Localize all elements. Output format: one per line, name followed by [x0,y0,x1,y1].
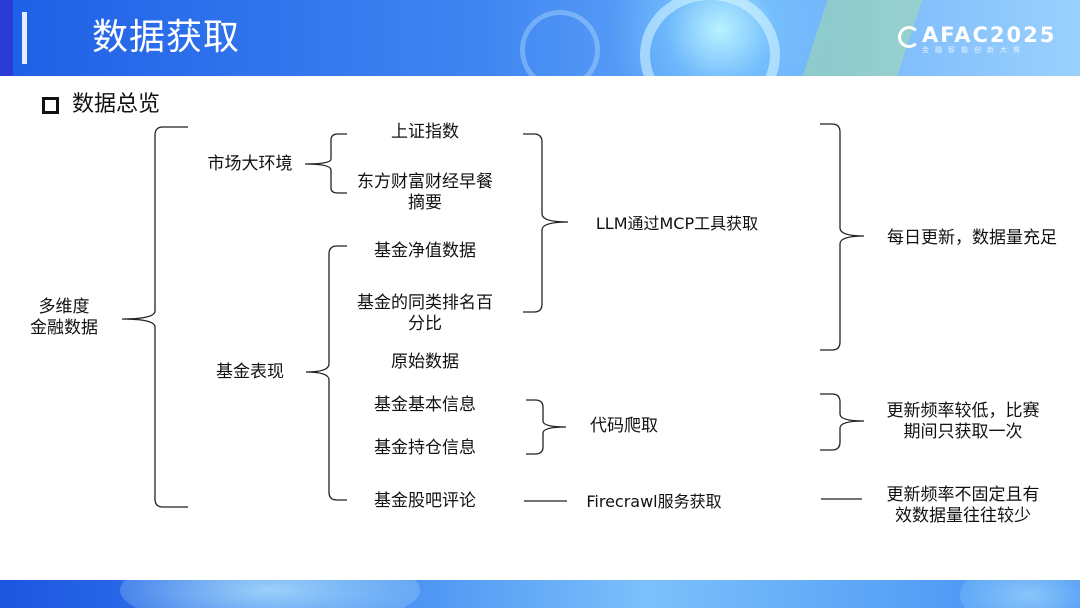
note-low-frequency: 更新频率较低，比赛 期间只获取一次 [870,401,1056,443]
page-title: 数据获取 [92,17,241,58]
section-heading-text: 数据总览 [72,92,161,117]
item-fund-nav: 基金净值数据 [374,241,476,261]
logo-subtext: 金融智能创新大赛 [922,46,1026,54]
item-fund-holdings: 基金持仓信息 [374,438,476,458]
root-node: 多维度 金融数据 [22,297,106,339]
footer-banner [0,580,1080,608]
note-irregular: 更新频率不固定且有 效数据量往往较少 [870,485,1056,527]
item-fund-rank: 基金的同类排名百 分比 [345,293,505,335]
group-fund: 基金表现 [216,362,284,382]
group-market: 市场大环境 [207,154,293,174]
item-fund-forum: 基金股吧评论 [374,491,476,511]
item-sse-index: 上证指数 [391,122,459,142]
header-banner: 数据获取 AFAC2025 金融智能创新大赛 [0,0,1080,76]
note-irregular-line2: 效数据量往往较少 [895,506,1031,526]
header-decoration [520,10,600,76]
fund-brace [305,245,347,501]
item-fund-rank-line2: 分比 [408,314,442,334]
header-accent-stripe [0,0,13,76]
afac-logo: AFAC2025 金融智能创新大赛 [898,22,1054,56]
header-decoration [640,0,780,76]
header-accent-tick [22,12,27,64]
item-raw-data: 原始数据 [391,352,459,372]
footer-decoration [960,580,1080,608]
method-firecrawl: Firecrawl服务获取 [586,492,722,511]
daily-brace [820,123,865,351]
root-node-line1: 多维度 [38,297,90,317]
logo-text: AFAC2025 [922,23,1057,47]
method-code-crawl: 代码爬取 [590,416,658,436]
note-low-frequency-line1: 更新频率较低，比赛 [886,401,1040,421]
note-irregular-line1: 更新频率不固定且有 [886,485,1040,505]
llm-brace [523,133,569,313]
item-fund-rank-line1: 基金的同类排名百 [357,293,493,313]
item-eastmoney-line1: 东方财富财经早餐 [357,172,493,192]
lowfreq-brace [820,393,865,451]
note-low-frequency-line2: 期间只获取一次 [903,422,1023,442]
crawl-brace [526,399,567,455]
hollow-square-bullet-icon [42,97,59,114]
note-daily: 每日更新，数据量充足 [887,228,1057,248]
method-llm-mcp: LLM通过MCP工具获取 [595,214,759,233]
root-brace [121,126,188,508]
item-fund-basic: 基金基本信息 [374,395,476,415]
footer-decoration [120,580,420,608]
item-eastmoney-line2: 摘要 [408,193,442,213]
logo-ring-icon [898,26,920,48]
item-eastmoney-summary: 东方财富财经早餐 摘要 [345,172,505,214]
market-brace [304,133,347,194]
root-node-line2: 金融数据 [30,318,98,338]
